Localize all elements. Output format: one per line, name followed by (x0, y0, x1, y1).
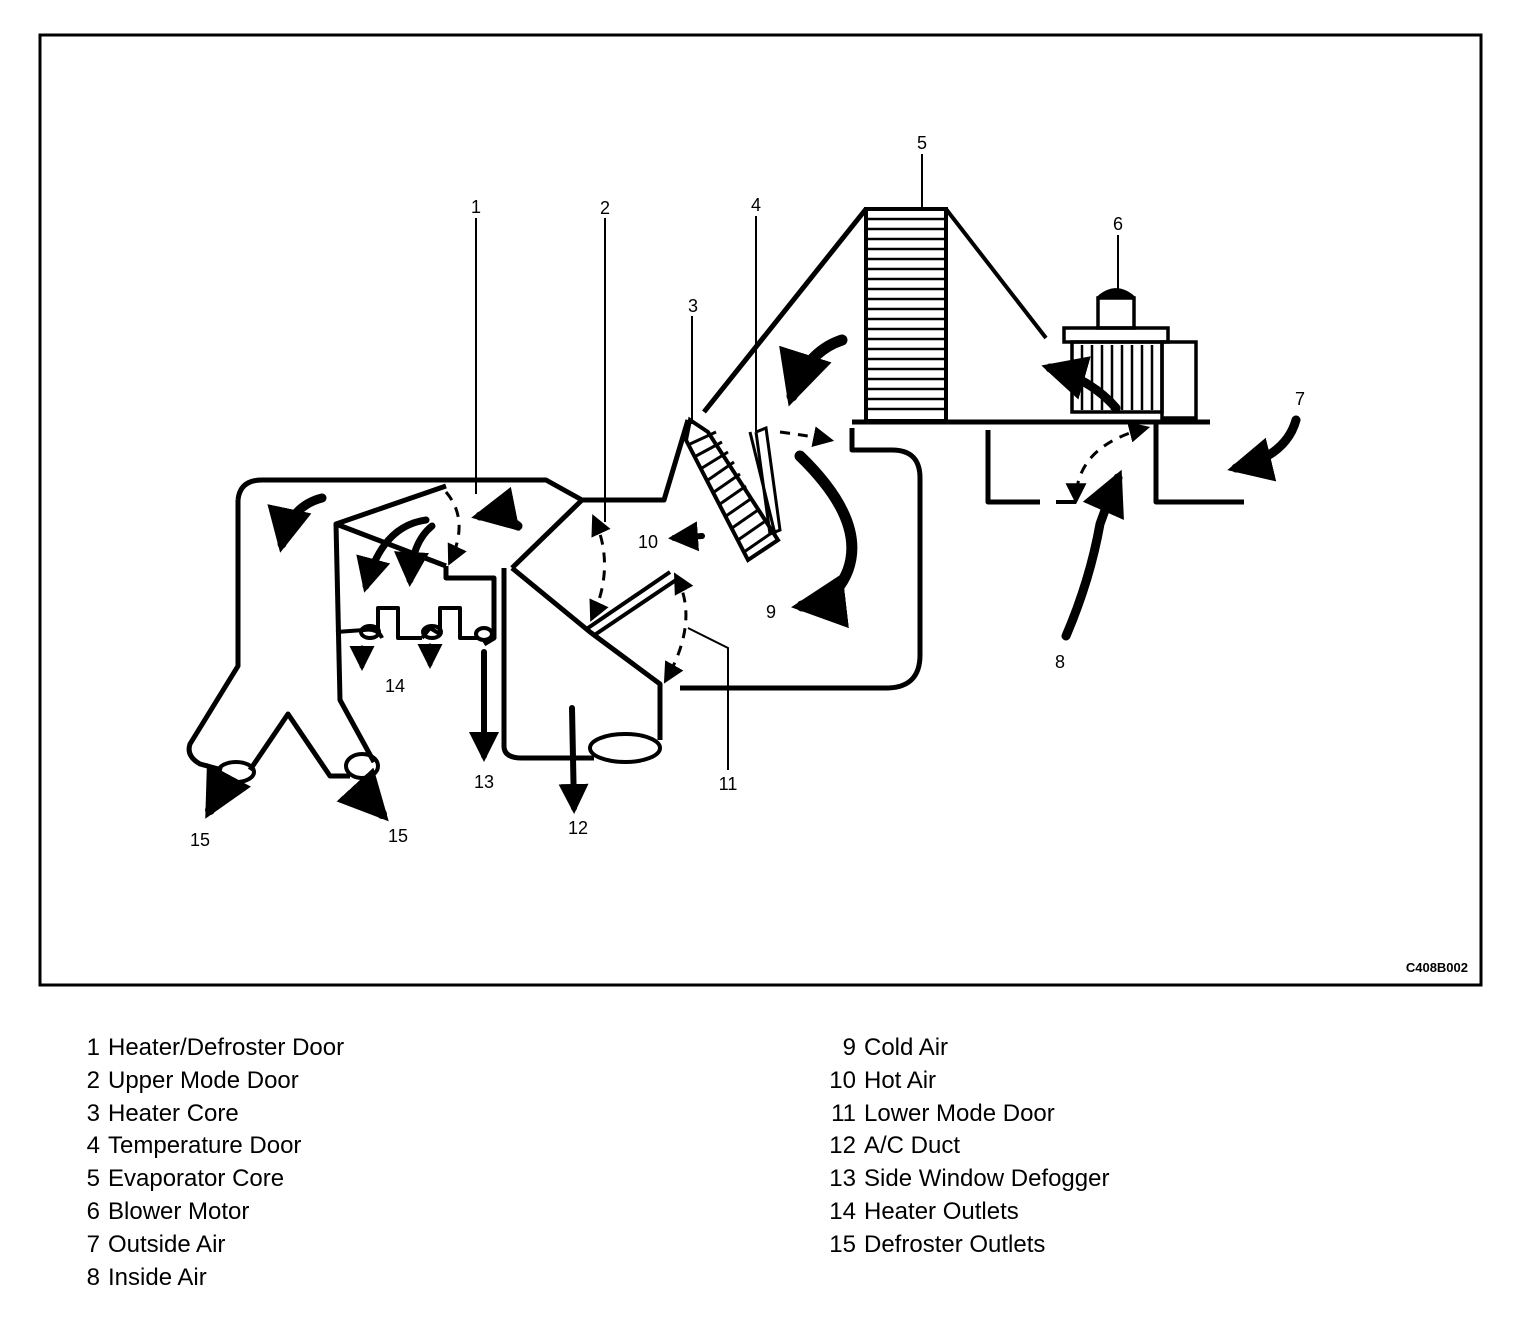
callout-8: 8 (1055, 652, 1065, 672)
blower-motor (1062, 288, 1198, 420)
door-swing-arcs (444, 422, 1151, 684)
hvac-case (186, 207, 1244, 779)
evaporator-core (864, 207, 1048, 423)
callout-12: 12 (568, 818, 588, 838)
callout-2: 2 (600, 198, 610, 218)
callout-9: 9 (766, 602, 776, 622)
figure-code: C408B002 (1406, 960, 1468, 975)
temperature-door (748, 425, 782, 539)
callout-numbers: 1 2 3 4 5 6 7 8 9 10 11 12 13 14 15 15 (190, 133, 1305, 850)
callout-15-right: 15 (388, 826, 408, 846)
airflow-arrows (205, 334, 1301, 822)
callout-4: 4 (751, 195, 761, 215)
callout-3: 3 (688, 296, 698, 316)
callout-10: 10 (638, 532, 658, 552)
callout-15-left: 15 (190, 830, 210, 850)
heater-core (683, 416, 781, 563)
callout-13: 13 (474, 772, 494, 792)
leader-lines (475, 154, 1119, 770)
figure-frame (38, 33, 1483, 987)
hvac-airflow-diagram: 1 2 3 4 5 6 7 8 9 10 11 12 13 14 15 15 C… (38, 33, 1483, 987)
callout-1: 1 (471, 197, 481, 217)
lower-mode-door (586, 570, 678, 636)
callout-14: 14 (385, 676, 405, 696)
callout-6: 6 (1113, 214, 1123, 234)
callout-5: 5 (917, 133, 927, 153)
callout-7: 7 (1295, 389, 1305, 409)
callout-11: 11 (719, 774, 738, 794)
